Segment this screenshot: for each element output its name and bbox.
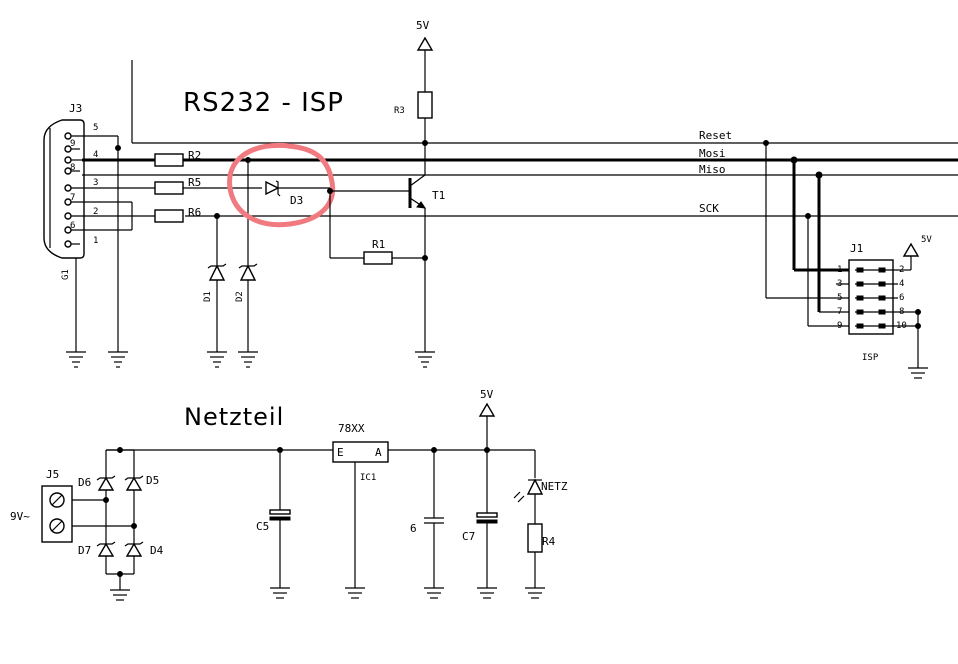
supply-5v-top: 5V xyxy=(416,19,434,92)
j3-pin-8: 8 xyxy=(70,163,75,173)
j3-pin-6: 6 xyxy=(70,221,75,231)
d2-label: D2 xyxy=(235,291,245,302)
r2-label: R2 xyxy=(188,149,201,162)
resistor-r2: R2 xyxy=(154,149,201,167)
j1-pin-5: 5 xyxy=(837,293,842,303)
bridge-rectifier: D6 D5 D7 D4 xyxy=(78,447,164,590)
transistor-t1: T1 xyxy=(327,140,445,352)
regulator-ref-label: IC1 xyxy=(360,473,376,483)
supply-5v-bottom: 5V xyxy=(478,388,496,453)
regulator-in-label: E xyxy=(337,446,344,459)
zener-d1: D1 xyxy=(203,213,227,352)
ground-symbols-bottom xyxy=(110,587,545,601)
j3-pin-4: 4 xyxy=(93,150,98,160)
j3-pin-5: 5 xyxy=(93,123,98,133)
supply-5v-j1-label: 5V xyxy=(921,235,932,245)
resistor-r1: R1 xyxy=(330,238,428,265)
signal-miso-label: Miso xyxy=(699,163,726,176)
r4-label: R4 xyxy=(542,535,556,548)
connector-j5: J5 9V~ xyxy=(10,468,134,543)
connector-j3: J3 5 9 4 8 3 7 2 6 1 G1 xyxy=(43,102,155,352)
resistor-r3: R3 xyxy=(394,91,433,170)
isp-section-title: RS232 - ISP xyxy=(183,88,344,118)
j1-pin-7: 7 xyxy=(837,307,842,317)
j3-pins xyxy=(64,132,155,248)
power-section-title: Netzteil xyxy=(184,403,284,431)
resistor-r5: R5 xyxy=(154,176,262,195)
signal-mosi-label: Mosi xyxy=(699,147,726,160)
r1-label: R1 xyxy=(372,238,385,251)
supply-5v-top-label: 5V xyxy=(416,19,430,32)
j3-pin-3: 3 xyxy=(93,178,98,188)
j1-footer-label: ISP xyxy=(862,353,879,363)
connector-j1: J1 1 3 5 7 9 2 4 6 8 10 ISP xyxy=(837,242,918,363)
d3-label: D3 xyxy=(290,194,303,207)
d4-label: D4 xyxy=(150,544,164,557)
highlight-circle xyxy=(227,142,336,228)
ground-symbols-top xyxy=(66,351,435,368)
resistor-r6: R6 xyxy=(154,206,201,223)
resistor-r4: R4 xyxy=(527,523,556,588)
r6-label: R6 xyxy=(188,206,201,219)
capacitor-c6: 6 xyxy=(410,447,444,588)
d7-label: D7 xyxy=(78,544,91,557)
c7-label: C7 xyxy=(462,530,475,543)
j3-shield-label: G1 xyxy=(61,269,71,280)
j1-pin-9: 9 xyxy=(837,321,842,331)
ground-j1 xyxy=(908,309,928,379)
regulator-ic1: 78XX E A IC1 xyxy=(332,422,389,588)
diode-d3: D3 xyxy=(265,180,330,207)
led-netz: NETZ xyxy=(513,450,568,524)
capacitor-c7: C7 xyxy=(462,450,498,588)
j3-pin-7: 7 xyxy=(70,193,75,203)
j1-pin-1: 1 xyxy=(837,265,842,275)
d1-label: D1 xyxy=(203,291,213,302)
regulator-out-label: A xyxy=(375,446,382,459)
t1-label: T1 xyxy=(432,189,445,202)
j1-label: J1 xyxy=(850,242,863,255)
capacitor-c5: C5 xyxy=(256,447,291,588)
c5-label: C5 xyxy=(256,520,269,533)
c6-label: 6 xyxy=(410,522,417,535)
d6-label: D6 xyxy=(78,476,91,489)
j1-pin-8: 8 xyxy=(899,307,904,317)
supply-5v-bottom-label: 5V xyxy=(480,388,494,401)
zener-d2: D2 xyxy=(235,157,258,352)
j1-pin-6: 6 xyxy=(899,293,904,303)
regulator-part-label: 78XX xyxy=(338,422,365,435)
j1-pin-10: 10 xyxy=(896,321,907,331)
j1-pin-4: 4 xyxy=(899,279,904,289)
j1-pin-3: 3 xyxy=(837,279,842,289)
signal-reset-label: Reset xyxy=(699,129,732,142)
r3-label: R3 xyxy=(394,106,405,116)
supply-5v-j1: 5V xyxy=(898,235,932,271)
j3-pin-9: 9 xyxy=(70,139,75,149)
j3-label: J3 xyxy=(69,102,82,115)
d5-label: D5 xyxy=(146,474,159,487)
j5-label: J5 xyxy=(46,468,59,481)
r5-label: R5 xyxy=(188,176,201,189)
j3-pin-1: 1 xyxy=(93,236,98,246)
signal-sck-label: SCK xyxy=(699,202,719,215)
led-label: NETZ xyxy=(541,480,568,493)
j3-pin-2: 2 xyxy=(93,207,98,217)
input-voltage-label: 9V~ xyxy=(10,510,30,523)
